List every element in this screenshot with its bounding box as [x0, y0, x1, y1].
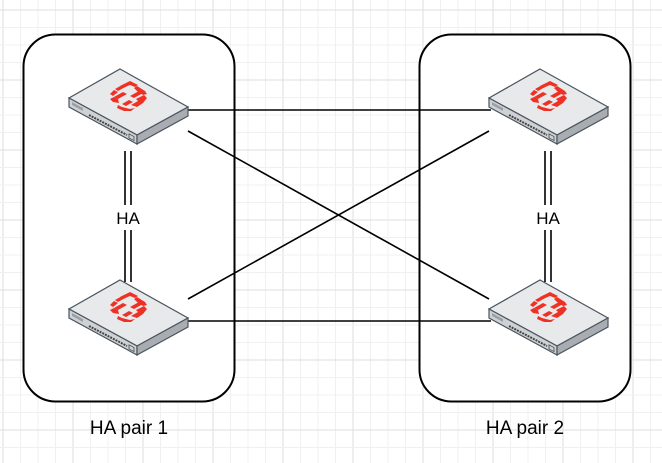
ha-link-pair-1[interactable]: HA — [116, 151, 140, 282]
ha-link-pair-2[interactable]: HA — [536, 151, 560, 282]
group-label-ha-pair-1: HA pair 1 — [90, 418, 168, 439]
group-label-ha-pair-2: HA pair 2 — [486, 418, 564, 439]
link-fw1b-fw2a[interactable] — [187, 130, 490, 300]
ha-link-label: HA — [536, 209, 560, 228]
ha-link-label: HA — [116, 209, 140, 228]
